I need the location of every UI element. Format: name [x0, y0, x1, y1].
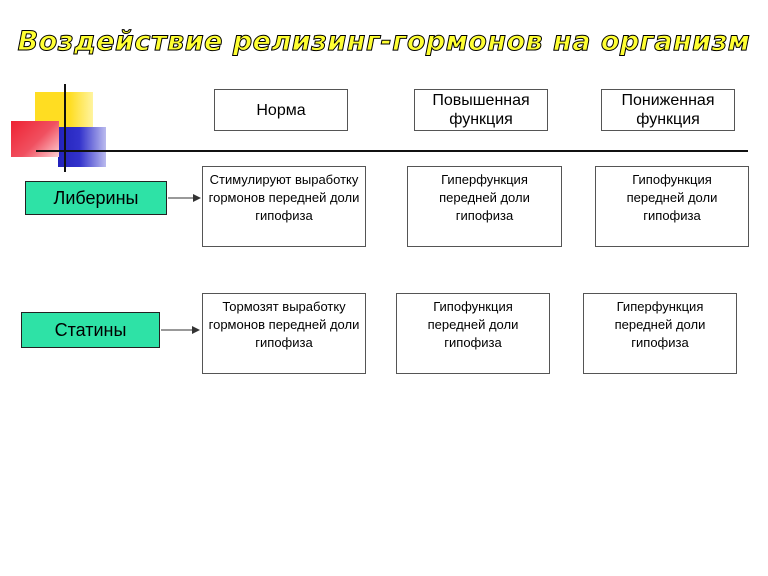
cell-liberins-low: Гипофункция передней доли гипофиза — [595, 166, 749, 247]
cell-liberins-high: Гиперфункция передней доли гипофиза — [407, 166, 562, 247]
cell-liberins-low-text: Гипофункция передней доли гипофиза — [626, 172, 718, 223]
header-high-text: Повышенная функция — [432, 92, 530, 128]
page-title: Воздействие релизинг-гормонов на организ… — [17, 26, 751, 58]
header-low-function: Пониженная функция — [601, 89, 735, 131]
header-norm-text: Норма — [256, 101, 306, 119]
deco-horizontal-line — [36, 150, 748, 152]
cell-statins-high-text: Гипофункция передней доли гипофиза — [427, 299, 519, 350]
header-norm: Норма — [214, 89, 348, 131]
cell-statins-norm-text: Тормозят выработку гормонов передней дол… — [208, 299, 360, 350]
cell-statins-low-text: Гиперфункция передней доли гипофиза — [614, 299, 706, 350]
header-low-text: Пониженная функция — [621, 92, 715, 128]
row-label-statins: Статины — [21, 312, 160, 348]
row-label-liberins: Либерины — [25, 181, 167, 215]
cell-liberins-high-text: Гиперфункция передней доли гипофиза — [439, 172, 530, 223]
deco-vertical-line — [64, 84, 66, 172]
cell-statins-norm: Тормозят выработку гормонов передней дол… — [202, 293, 366, 374]
cell-liberins-norm-text: Стимулируют выработку гормонов передней … — [208, 172, 360, 223]
row-label-statins-text: Статины — [54, 319, 127, 340]
row-label-liberins-text: Либерины — [53, 187, 139, 208]
header-high-function: Повышенная функция — [414, 89, 548, 131]
deco-blue-square — [58, 127, 106, 167]
cell-statins-high: Гипофункция передней доли гипофиза — [396, 293, 550, 374]
cell-liberins-norm: Стимулируют выработку гормонов передней … — [202, 166, 366, 247]
cell-statins-low: Гиперфункция передней доли гипофиза — [583, 293, 737, 374]
